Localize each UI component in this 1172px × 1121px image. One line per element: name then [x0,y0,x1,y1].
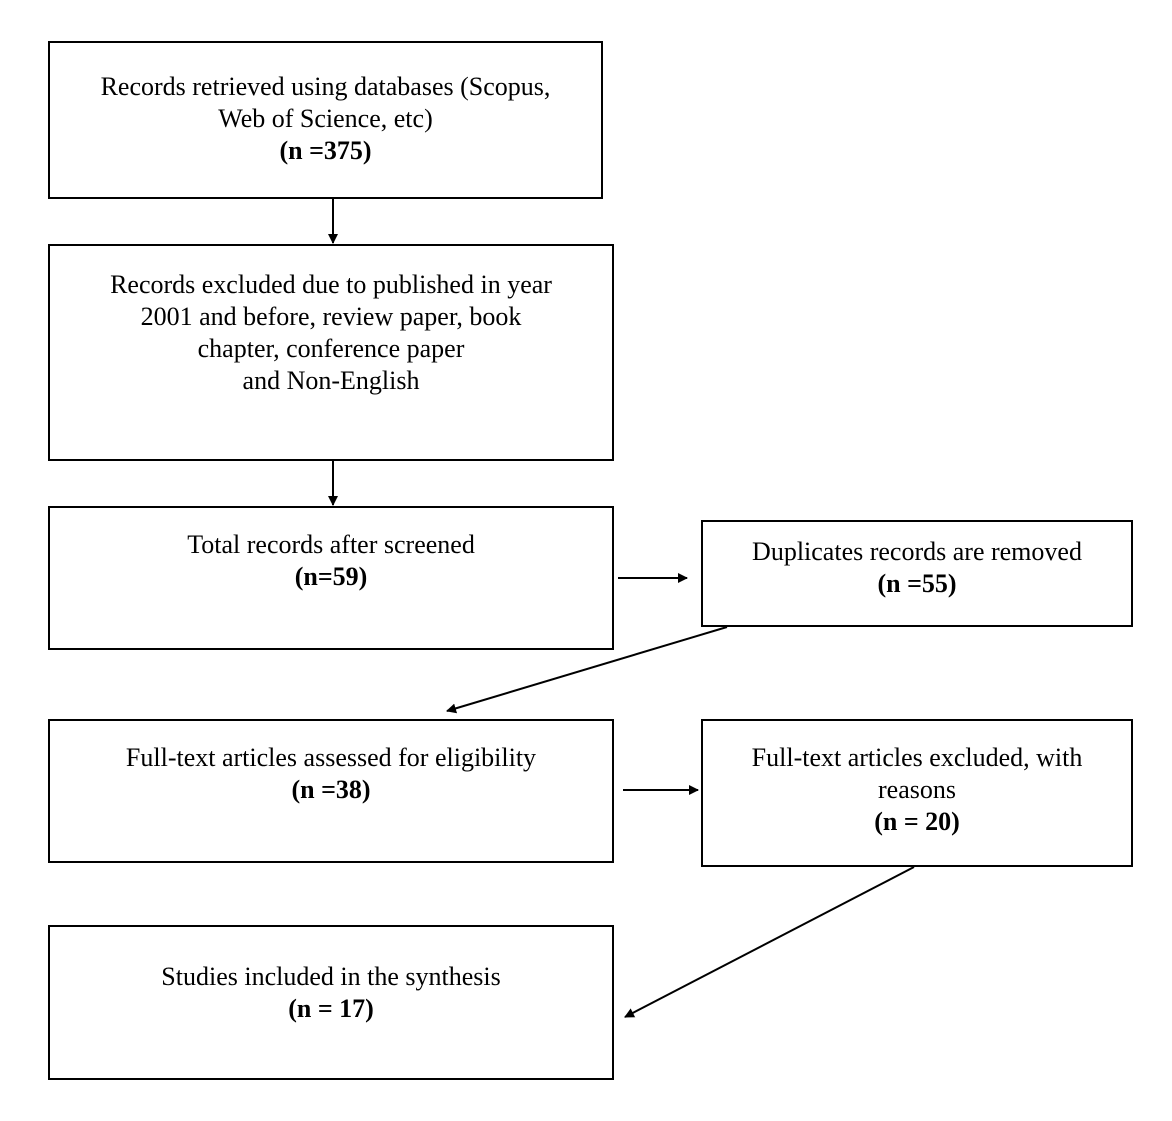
duplicates-removed-line-1: Duplicates records are removed [752,537,1082,566]
records-retrieved-box: Records retrieved using databases (Scopu… [48,41,603,199]
fulltext-assessed-box: Full-text articles assessed for eligibil… [48,719,614,863]
fulltext-excluded-box: Full-text articles excluded, with reason… [701,719,1133,867]
records-excluded-box: Records excluded due to published in yea… [48,244,614,461]
duplicates-removed-box: Duplicates records are removed (n =55) [701,520,1133,627]
records-screened-count: (n=59) [294,562,368,591]
records-retrieved-line-2: Web of Science, etc) [218,104,433,133]
studies-included-line-1: Studies included in the synthesis [161,962,501,991]
arrow-duplicates-to-fulltext [446,626,728,714]
records-screened-box: Total records after screened (n=59) [48,506,614,650]
fulltext-excluded-count: (n = 20) [874,807,960,836]
records-excluded-line-1: Records excluded due to published in yea… [110,270,552,299]
fulltext-assessed-line-1: Full-text articles assessed for eligibil… [125,743,537,772]
duplicates-removed-count: (n =55) [877,569,957,598]
records-excluded-line-4: and Non-English [242,366,420,395]
fulltext-excluded-line-2: reasons [878,775,956,804]
records-retrieved-count: (n =375) [279,136,372,165]
arrow-excluded-to-included [624,866,915,1018]
records-excluded-line-3: chapter, conference paper [197,334,465,363]
fulltext-excluded-line-1: Full-text articles excluded, with [751,743,1083,772]
studies-included-box: Studies included in the synthesis (n = 1… [48,925,614,1080]
records-excluded-line-2: 2001 and before, review paper, book [140,302,522,331]
records-retrieved-line-1: Records retrieved using databases (Scopu… [100,72,551,101]
records-screened-line-1: Total records after screened [187,530,475,559]
fulltext-assessed-count: (n =38) [291,775,371,804]
studies-included-count: (n = 17) [288,994,374,1023]
